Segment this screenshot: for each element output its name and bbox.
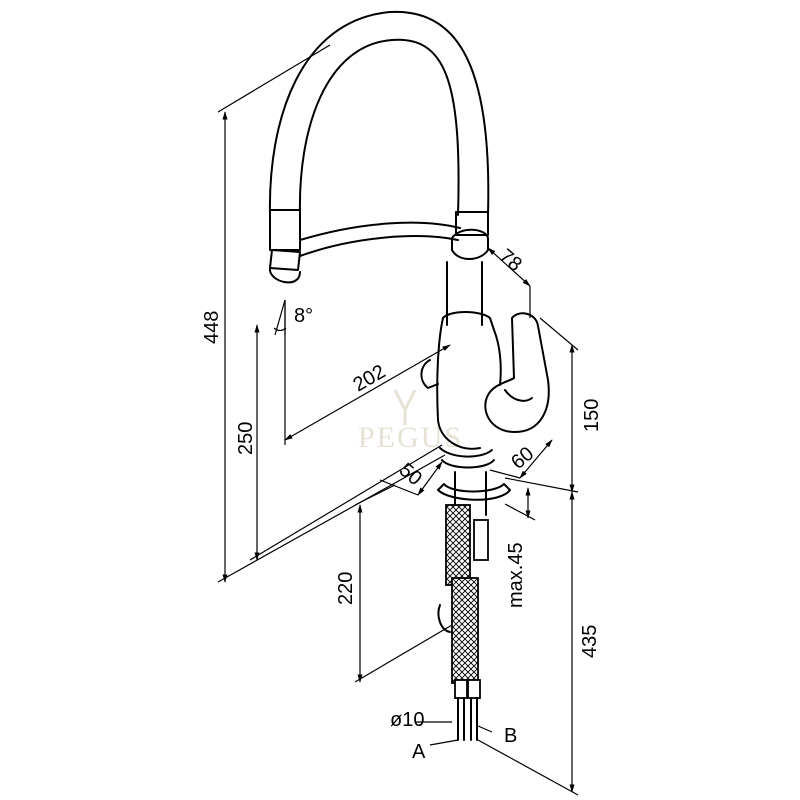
dim-spout-height: 250: [235, 422, 257, 455]
watermark-text: PEGUS: [358, 421, 463, 454]
dim-spout-angle: 8°: [294, 305, 313, 327]
dim-base-width: 60: [507, 443, 538, 474]
connector-b-label: B: [504, 725, 517, 747]
dim-max-deck: max.45: [505, 542, 527, 608]
dim-connector-diameter: ø10: [390, 709, 424, 731]
dimension-lines: [217, 44, 579, 796]
spout: [268, 10, 490, 326]
dim-hose-length-2: 435: [579, 625, 601, 658]
dim-body-height: 150: [581, 399, 603, 432]
dimension-labels: 448 250 8° 202 78 150 50 60 max.45 220 4…: [201, 245, 603, 763]
connector-a-label: A: [412, 741, 426, 763]
dim-handle-clearance: 78: [495, 245, 526, 276]
supply-hoses: [437, 504, 489, 741]
dim-spout-reach: 202: [350, 361, 390, 397]
watermark-logo: PEGUS: [358, 389, 463, 454]
dim-hose-length-1: 220: [335, 572, 357, 605]
dim-base-depth: 50: [395, 459, 426, 490]
dim-overall-height: 448: [201, 311, 223, 344]
mixer-body: [420, 311, 550, 516]
